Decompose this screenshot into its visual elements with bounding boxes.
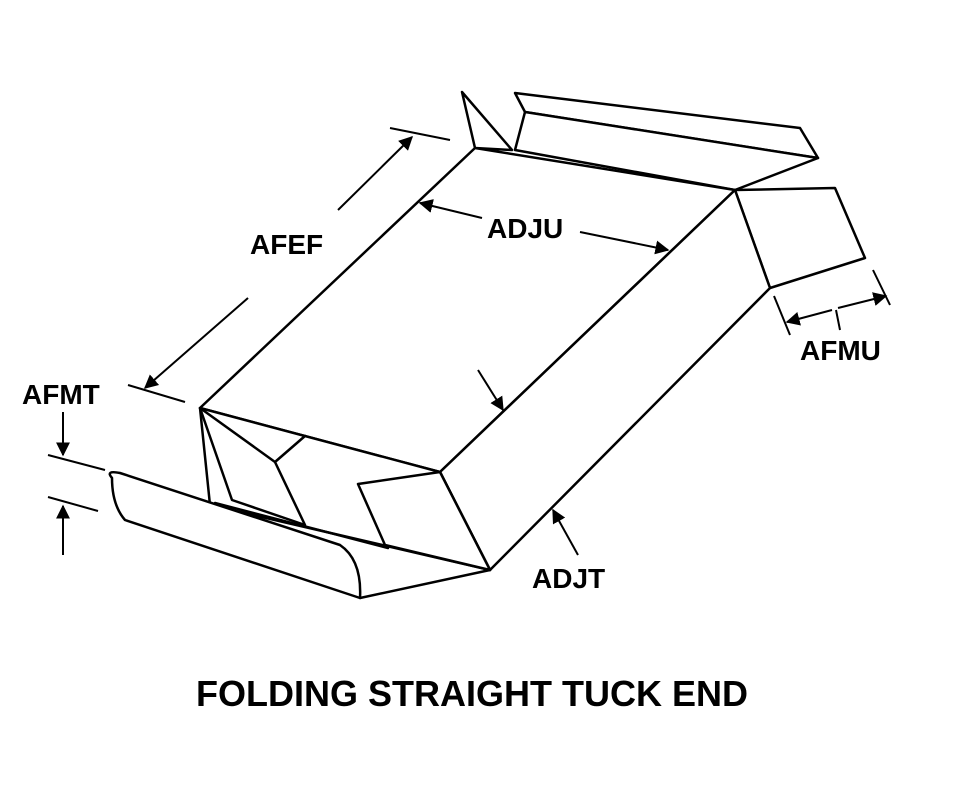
afmt-label: AFMT xyxy=(22,379,100,410)
dimension-afmt: AFMT xyxy=(22,379,106,555)
afmu-label: AFMU xyxy=(800,335,881,366)
adjt-label: ADJT xyxy=(532,563,605,594)
front-tuck-flap xyxy=(108,470,492,600)
diagram-caption: FOLDING STRAIGHT TUCK END xyxy=(196,673,748,714)
afef-label: AFEF xyxy=(250,229,323,260)
dimension-adjt: ADJT xyxy=(477,369,605,594)
adju-label: ADJU xyxy=(487,213,563,244)
dimension-adju: ADJU xyxy=(418,199,670,255)
front-open-end xyxy=(198,406,492,572)
dimension-afmu: AFMU xyxy=(773,269,891,366)
dimension-afef: AFEF xyxy=(127,127,451,403)
back-tuck-flap xyxy=(460,90,820,192)
